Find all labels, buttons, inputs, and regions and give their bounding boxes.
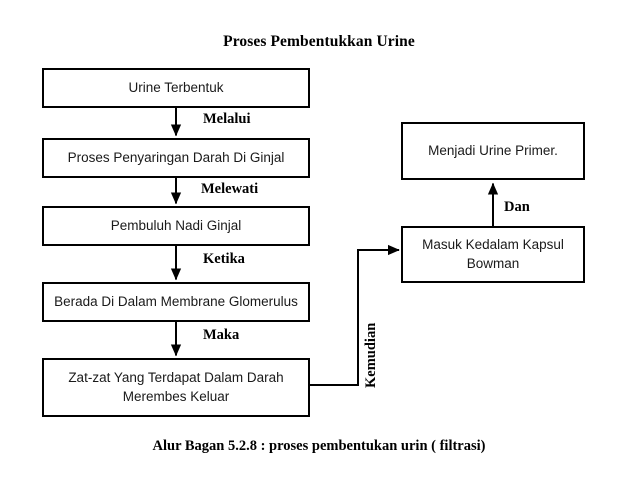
edge-label-maka: Maka: [203, 327, 240, 343]
edge-label-melalui: Melalui: [203, 111, 251, 127]
node-label: Pembuluh Nadi Ginjal: [110, 217, 242, 233]
edge-label-melewati: Melewati: [201, 181, 259, 197]
edge-label-kemudian: Kemudian: [363, 322, 379, 388]
node-masuk-kedalam-kapsul-bowman[interactable]: Masuk Kedalam Kapsul Bowman: [401, 226, 585, 283]
node-label: Urine Terbentuk: [128, 79, 224, 95]
edge-label-dan: Dan: [504, 199, 530, 215]
node-urine-terbentuk[interactable]: Urine Terbentuk: [42, 68, 310, 108]
node-proses-penyaringan-darah-di-ginjal[interactable]: Proses Penyaringan Darah Di Ginjal: [42, 138, 310, 178]
figure-caption: Alur Bagan 5.2.8 : proses pembentukan ur…: [152, 438, 486, 454]
node-label: Masuk Kedalam Kapsul Bowman: [422, 237, 564, 271]
node-label: Berada Di Dalam Membrane Glomerulus: [54, 293, 298, 309]
node-label: Zat-zat Yang Terdapat Dalam Darah Meremb…: [68, 370, 284, 404]
node-berada-di-dalam-membrane-glomerulus[interactable]: Berada Di Dalam Membrane Glomerulus: [42, 282, 310, 322]
node-zat-zat-merembes-keluar[interactable]: Zat-zat Yang Terdapat Dalam Darah Meremb…: [42, 358, 310, 417]
edge-label-ketika: Ketika: [203, 251, 245, 267]
page-title: Proses Pembentukkan Urine: [223, 33, 415, 50]
node-label: Menjadi Urine Primer.: [428, 142, 558, 158]
node-menjadi-urine-primer[interactable]: Menjadi Urine Primer.: [401, 122, 585, 180]
node-pembuluh-nadi-ginjal[interactable]: Pembuluh Nadi Ginjal: [42, 206, 310, 246]
node-label: Proses Penyaringan Darah Di Ginjal: [67, 149, 285, 165]
edge-n5-n6: [310, 244, 400, 386]
